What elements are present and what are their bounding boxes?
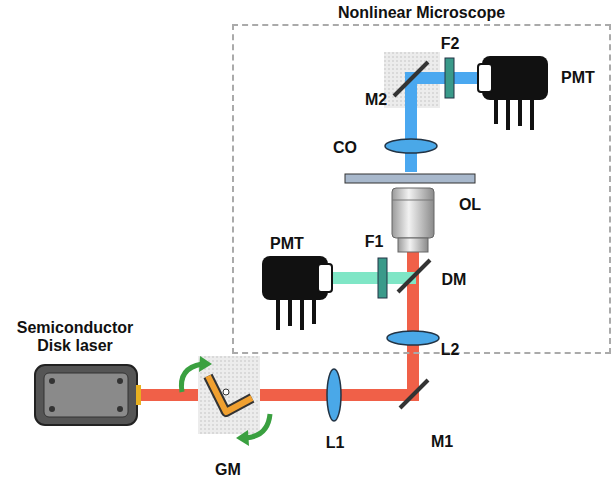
dashed-region: Nonlinear Microscope: [232, 24, 611, 354]
part-label: M1: [431, 433, 453, 451]
part-label: PMT: [561, 69, 595, 87]
part-label: L1: [326, 434, 345, 452]
region-title: Nonlinear Microscope: [234, 4, 609, 22]
part-label: L2: [441, 341, 460, 359]
part-label: GM: [215, 461, 241, 479]
part-label: OL: [459, 196, 481, 214]
part-label: DM: [442, 271, 467, 289]
part-label: F1: [365, 233, 384, 251]
part-label: PMT: [270, 235, 304, 253]
part-label: F2: [441, 35, 460, 53]
device-label: Semiconductor Disk laser: [5, 319, 145, 356]
part-label: CO: [333, 139, 357, 157]
part-label: M2: [365, 91, 387, 109]
